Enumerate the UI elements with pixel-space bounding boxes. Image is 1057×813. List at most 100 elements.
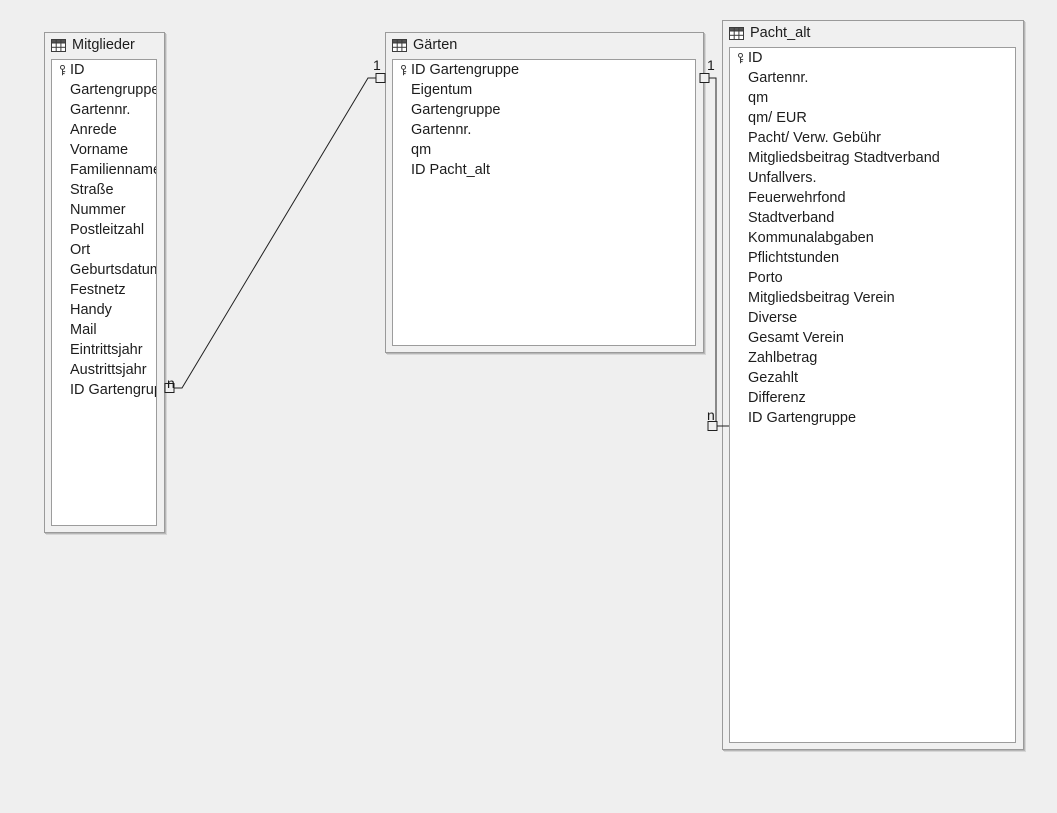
table-panel-gaerten[interactable]: Gärten ID Gartengruppe Eigentum [385, 32, 704, 353]
field-row[interactable]: Diverse [730, 308, 1015, 328]
field-name: ID [70, 62, 85, 78]
field-name: Familienname [70, 162, 157, 178]
field-row[interactable]: ID [52, 60, 156, 80]
field-row[interactable]: Differenz [730, 388, 1015, 408]
field-row[interactable]: Porto [730, 268, 1015, 288]
field-name: ID Pacht_alt [411, 162, 490, 178]
field-name: Ort [70, 242, 91, 258]
field-name: Gartennr. [70, 102, 131, 118]
field-row[interactable]: Anrede [52, 120, 156, 140]
field-row[interactable]: Zahlbetrag [730, 348, 1015, 368]
table-panel-mitglieder[interactable]: Mitglieder ID Gartengruppe [44, 32, 165, 533]
field-row[interactable]: Familienname [52, 160, 156, 180]
table-title-bar-mitglieder[interactable]: Mitglieder [45, 33, 164, 55]
field-name: Gartennr. [411, 122, 472, 138]
field-name: Straße [70, 182, 114, 198]
relationship-line-mitglieder-gaerten[interactable] [164, 73, 386, 393]
field-name: Gartengruppe [411, 102, 501, 118]
field-name: Zahlbetrag [748, 350, 818, 366]
field-row[interactable]: Straße [52, 180, 156, 200]
field-name: Geburtsdatum [70, 262, 157, 278]
field-row[interactable]: Gartennr. [730, 68, 1015, 88]
field-row[interactable]: Geburtsdatum [52, 260, 156, 280]
field-row[interactable]: Gartengruppe [393, 100, 695, 120]
field-name: Unfallvers. [748, 170, 817, 186]
field-name: Diverse [748, 310, 798, 326]
table-icon [392, 38, 407, 52]
field-name: Eigentum [411, 82, 473, 98]
field-name: qm [411, 142, 432, 158]
field-row[interactable]: Pflichtstunden [730, 248, 1015, 268]
field-row[interactable]: ID Gartengruppe [52, 380, 156, 400]
field-row[interactable]: Gartengruppe [52, 80, 156, 100]
primary-key-icon [732, 52, 748, 64]
field-row[interactable]: Gartennr. [393, 120, 695, 140]
field-list-pacht-alt[interactable]: ID Gartennr. qm qm/ EUR Pacht/ Verw. Geb… [729, 47, 1016, 743]
table-name-mitglieder: Mitglieder [72, 36, 135, 53]
field-name: Mitgliedsbeitrag Verein [748, 290, 895, 306]
field-row[interactable]: Postleitzahl [52, 220, 156, 240]
field-row[interactable]: Mail [52, 320, 156, 340]
field-name: ID [748, 50, 763, 66]
table-icon [729, 26, 744, 40]
field-name: qm/ EUR [748, 110, 807, 126]
field-list-gaerten[interactable]: ID Gartengruppe Eigentum Gartengruppe Ga… [392, 59, 696, 346]
cardinality-label-mitglieder-many: n [167, 375, 175, 391]
field-name: Mail [70, 322, 97, 338]
field-row[interactable]: ID [730, 48, 1015, 68]
field-row[interactable]: Handy [52, 300, 156, 320]
field-name: Kommunalabgaben [748, 230, 874, 246]
field-row[interactable]: Unfallvers. [730, 168, 1015, 188]
field-name: ID Gartengruppe [70, 382, 156, 398]
field-name: Pflichtstunden [748, 250, 840, 266]
cardinality-label-pachtalt-many: n [707, 407, 715, 423]
field-name: Festnetz [70, 282, 126, 298]
field-row[interactable]: Pacht/ Verw. Gebühr [730, 128, 1015, 148]
table-icon [51, 38, 66, 52]
field-name: Stadtverband [748, 210, 835, 226]
primary-key-icon [54, 64, 70, 76]
cardinality-label-gaerten-one-left: 1 [373, 57, 381, 73]
field-row[interactable]: Feuerwehrfond [730, 188, 1015, 208]
field-row[interactable]: ID Pacht_alt [393, 160, 695, 180]
field-name: Postleitzahl [70, 222, 145, 238]
table-name-pacht-alt: Pacht_alt [750, 24, 811, 41]
table-title-bar-pacht-alt[interactable]: Pacht_alt [723, 21, 1023, 43]
field-row[interactable]: Ort [52, 240, 156, 260]
table-panel-pacht-alt[interactable]: Pacht_alt ID Gartennr. [722, 20, 1024, 750]
field-row[interactable]: ID Gartengruppe [730, 408, 1015, 428]
field-row[interactable]: Kommunalabgaben [730, 228, 1015, 248]
cardinality-label-gaerten-one-right: 1 [707, 57, 715, 73]
field-name: Anrede [70, 122, 117, 138]
field-row[interactable]: Gesamt Verein [730, 328, 1015, 348]
primary-key-icon [395, 64, 411, 76]
field-name: Feuerwehrfond [748, 190, 846, 206]
table-title-bar-gaerten[interactable]: Gärten [386, 33, 703, 55]
field-name: Austrittsjahr [70, 362, 147, 378]
field-name: Gartengruppe [70, 82, 157, 98]
field-list-mitglieder[interactable]: ID Gartengruppe Gartennr. Anrede Vorname… [51, 59, 157, 526]
field-name: Mitgliedsbeitrag Stadtverband [748, 150, 940, 166]
field-row[interactable]: Eintrittsjahr [52, 340, 156, 360]
field-row[interactable]: Mitgliedsbeitrag Stadtverband [730, 148, 1015, 168]
field-row[interactable]: Stadtverband [730, 208, 1015, 228]
field-row[interactable]: Mitgliedsbeitrag Verein [730, 288, 1015, 308]
table-name-gaerten: Gärten [413, 36, 458, 53]
field-name: Eintrittsjahr [70, 342, 143, 358]
field-row[interactable]: Vorname [52, 140, 156, 160]
field-name: Vorname [70, 142, 129, 158]
field-name: ID Gartengruppe [411, 62, 520, 78]
field-row[interactable]: Austrittsjahr [52, 360, 156, 380]
field-name: Handy [70, 302, 112, 318]
field-row[interactable]: Nummer [52, 200, 156, 220]
field-row[interactable]: ID Gartengruppe [393, 60, 695, 80]
field-row[interactable]: qm/ EUR [730, 108, 1015, 128]
field-name: Differenz [748, 390, 806, 406]
field-row[interactable]: qm [730, 88, 1015, 108]
field-row[interactable]: Gartennr. [52, 100, 156, 120]
field-row[interactable]: Gezahlt [730, 368, 1015, 388]
field-row[interactable]: qm [393, 140, 695, 160]
field-row[interactable]: Eigentum [393, 80, 695, 100]
field-row[interactable]: Festnetz [52, 280, 156, 300]
